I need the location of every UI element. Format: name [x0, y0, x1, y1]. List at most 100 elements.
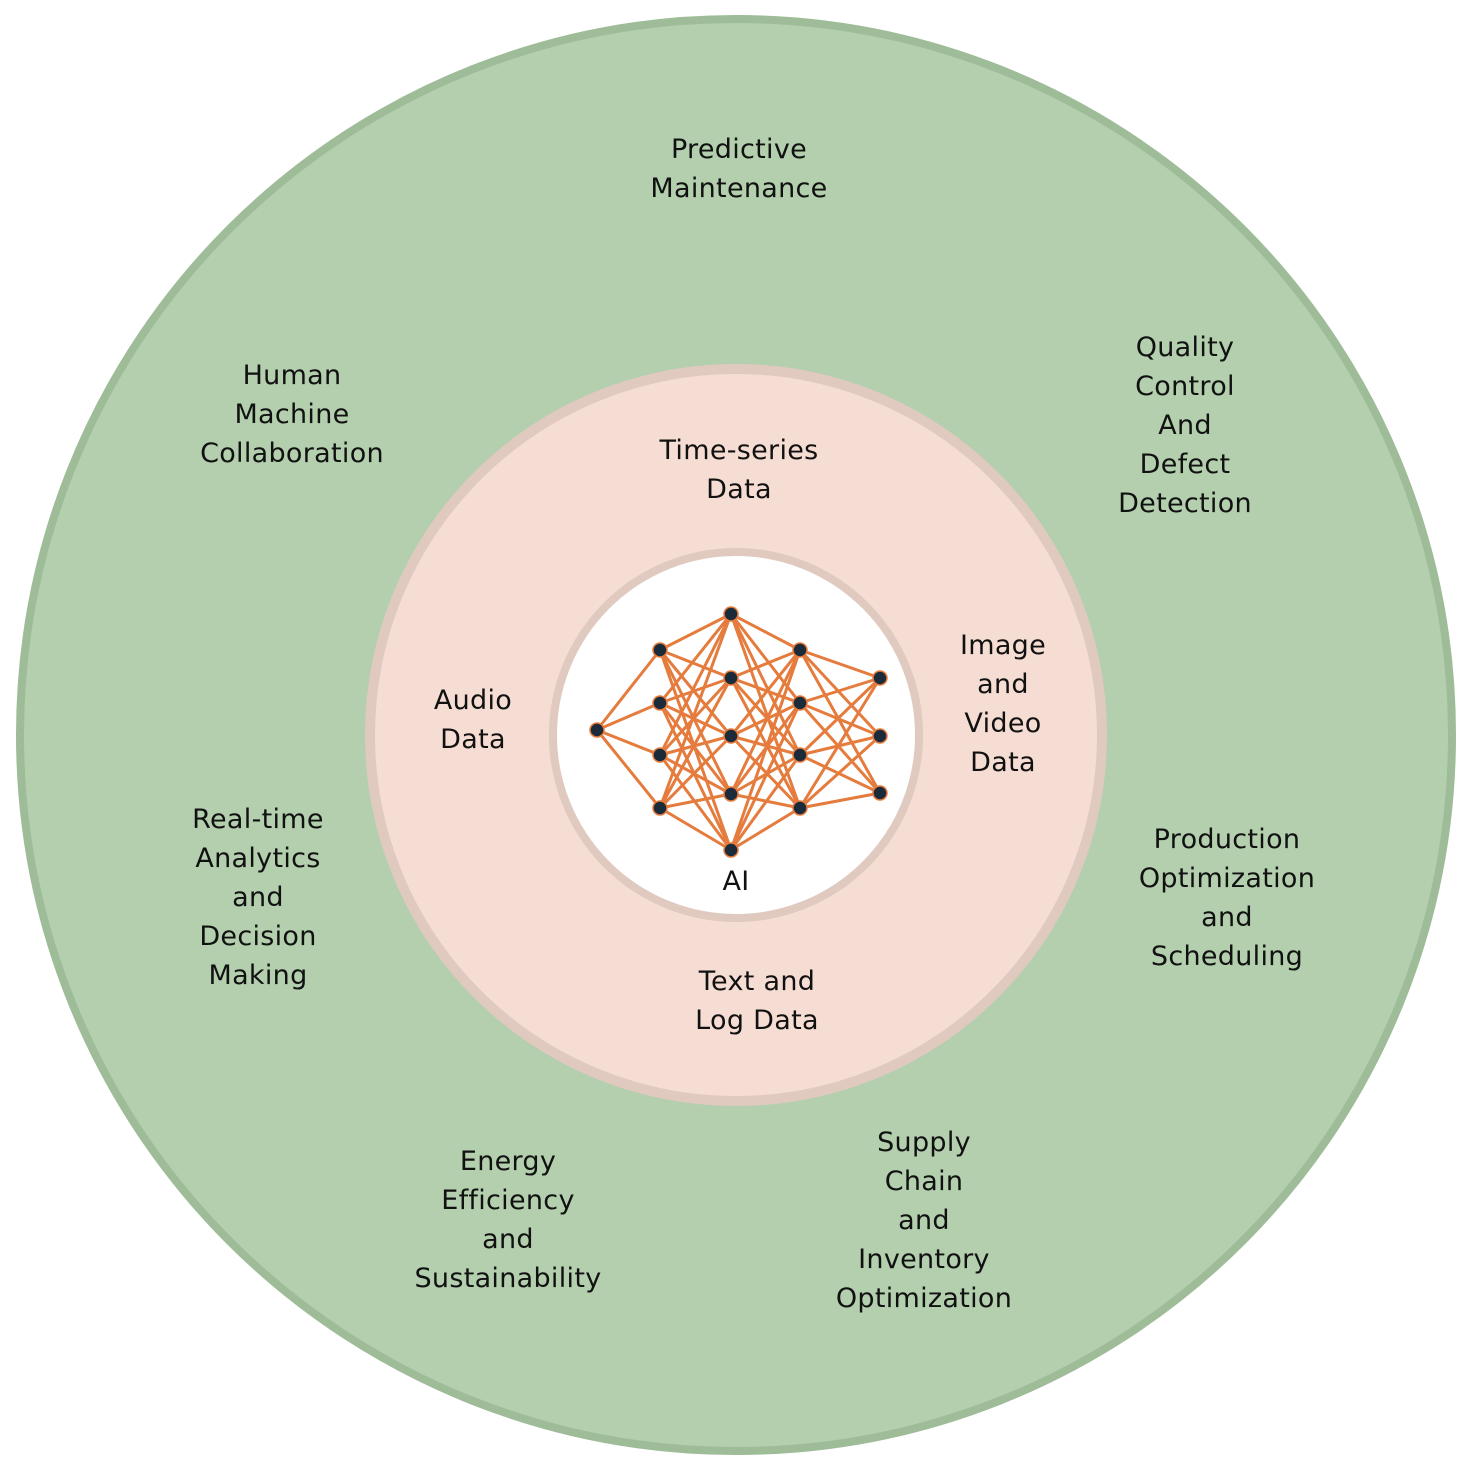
network-edge: [798, 648, 882, 738]
data-source-time-series-line: Time-series: [658, 435, 818, 466]
network-edge: [658, 702, 733, 851]
network-edge: [658, 702, 733, 795]
data-source-image-video-line: and: [977, 669, 1029, 700]
network-edge: [729, 676, 802, 757]
application-human-machine-collaboration-line: Machine: [234, 399, 349, 430]
data-source-time-series-line: Data: [706, 474, 772, 505]
network-node: [723, 728, 739, 744]
application-supply-chain-line: Optimization: [836, 1283, 1012, 1314]
application-real-time-analytics-line: and: [232, 882, 284, 913]
network-edge: [730, 806, 801, 852]
application-production-optimization-line: Scheduling: [1151, 941, 1303, 972]
network-edge: [595, 649, 662, 731]
network-edge: [729, 677, 802, 809]
application-energy-efficiency-line: Sustainability: [414, 1263, 601, 1294]
application-real-time-analytics-line: Analytics: [195, 843, 320, 874]
network-node: [723, 606, 739, 622]
network-node: [872, 785, 888, 801]
network-edge: [658, 613, 733, 809]
network-edge: [799, 701, 881, 738]
network-edge: [730, 676, 801, 705]
network-edge: [659, 806, 732, 852]
application-production-optimization-line: and: [1201, 902, 1253, 933]
application-predictive-maintenance-line: Maintenance: [650, 173, 827, 204]
network-node: [723, 842, 739, 858]
network-edge: [730, 612, 801, 652]
network-node: [723, 786, 739, 802]
network-edge: [799, 648, 881, 680]
network-edge: [729, 649, 802, 737]
network-edge: [729, 613, 802, 756]
network-node: [872, 670, 888, 686]
network-edge: [658, 676, 733, 757]
application-supply-chain-line: Inventory: [858, 1244, 990, 1275]
network-edge: [659, 676, 732, 705]
application-quality-control-line: Quality: [1136, 332, 1235, 363]
network-edge: [729, 649, 802, 851]
data-source-audio-line: Audio: [434, 685, 512, 716]
network-edge: [658, 649, 733, 737]
application-production-optimization-line: Optimization: [1139, 863, 1315, 894]
application-supply-chain-line: and: [898, 1205, 950, 1236]
network-edge: [729, 702, 802, 851]
network-edge: [659, 648, 732, 680]
network-node: [792, 642, 808, 658]
network-edge: [659, 792, 732, 810]
application-quality-control-line: And: [1158, 410, 1212, 441]
application-energy-efficiency-line: Efficiency: [441, 1185, 574, 1216]
network-edge: [596, 701, 661, 732]
data-source-text-log-line: Text and: [698, 966, 815, 997]
network-edge: [596, 728, 661, 757]
application-predictive-maintenance-line: Predictive: [671, 134, 807, 165]
network-edge: [595, 729, 662, 809]
network-node: [652, 642, 668, 658]
network-edge: [729, 734, 802, 810]
network-node: [589, 722, 605, 738]
ai-label: AI: [722, 866, 749, 897]
network-node: [652, 695, 668, 711]
network-node: [723, 670, 739, 686]
network-edge: [799, 676, 881, 705]
application-energy-efficiency-line: Energy: [460, 1146, 556, 1177]
data-source-image-video-line: Data: [970, 747, 1036, 778]
network-edge: [658, 649, 733, 795]
network-node: [792, 800, 808, 816]
network-edge: [659, 701, 732, 738]
network-edge: [658, 677, 733, 809]
network-edge: [659, 612, 732, 652]
network-edge: [729, 613, 802, 809]
application-quality-control-line: Defect: [1140, 449, 1231, 480]
application-real-time-analytics-line: Decision: [199, 921, 316, 952]
application-supply-chain-line: Supply: [877, 1127, 971, 1158]
application-supply-chain-line: Chain: [885, 1166, 964, 1197]
network-edge: [729, 754, 802, 851]
network-edge: [798, 649, 882, 794]
network-edge: [799, 791, 881, 810]
network-edge: [729, 613, 802, 704]
application-energy-efficiency-line: and: [482, 1224, 534, 1255]
network-edge: [730, 648, 801, 680]
network-edge: [659, 753, 732, 796]
network-edge: [658, 734, 733, 810]
application-human-machine-collaboration-line: Human: [243, 360, 342, 391]
application-quality-control-line: Detection: [1118, 488, 1252, 519]
network-node: [792, 747, 808, 763]
network-node: [792, 695, 808, 711]
neural-network-icon: [589, 606, 888, 858]
data-source-image-video-line: Video: [964, 708, 1041, 739]
network-edge: [798, 676, 882, 757]
network-edge: [798, 677, 882, 809]
